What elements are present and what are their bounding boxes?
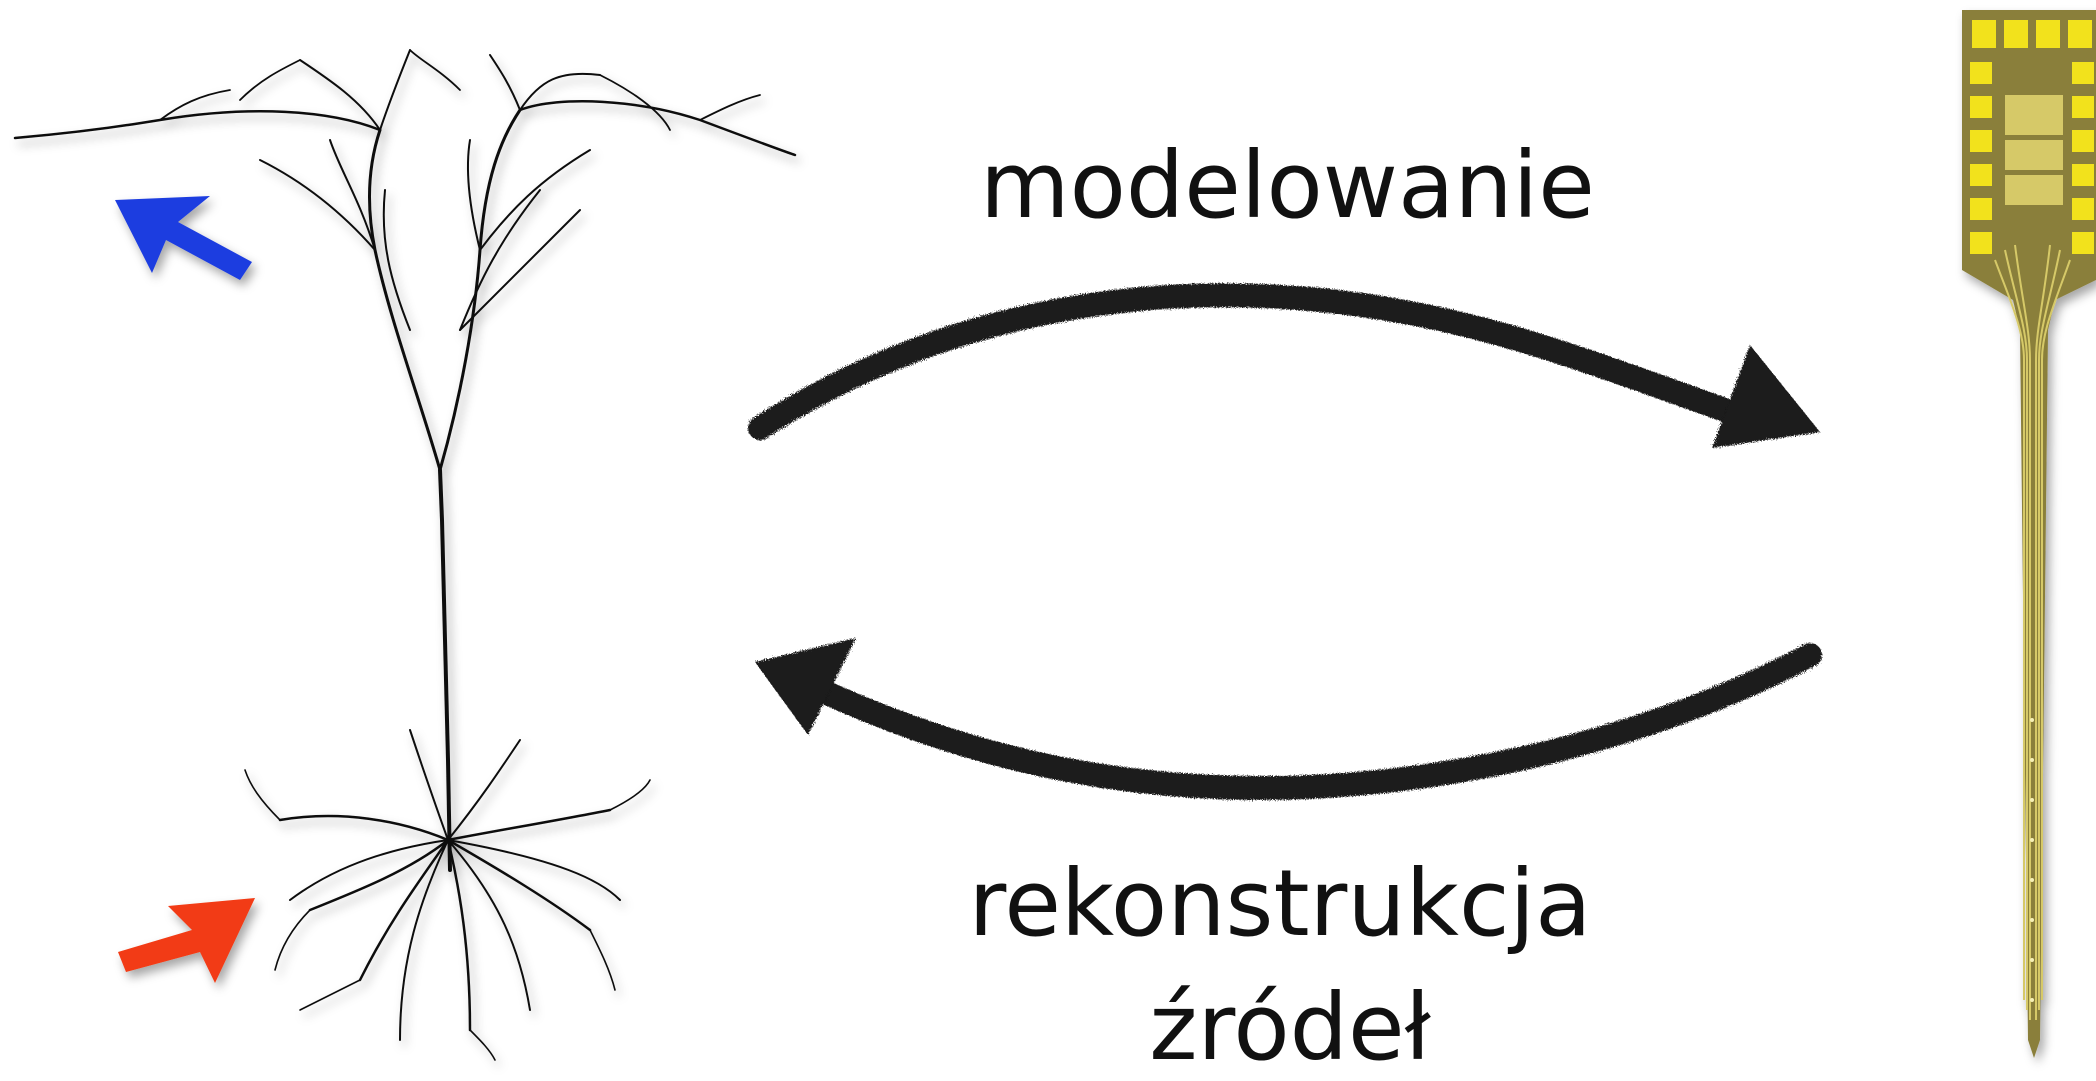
inverse-label-line1: rekonstrukcja [940, 858, 1620, 950]
inverse-label-line2: źródeł [1010, 982, 1570, 1074]
red-arrow-icon [118, 898, 255, 983]
blue-arrow-icon [115, 196, 252, 280]
forward-label: modelowanie [980, 140, 1580, 232]
forward-arrow [760, 295, 1820, 448]
multi-electrode-probe-icon [1962, 10, 2096, 1058]
inverse-arrow [755, 638, 1810, 788]
